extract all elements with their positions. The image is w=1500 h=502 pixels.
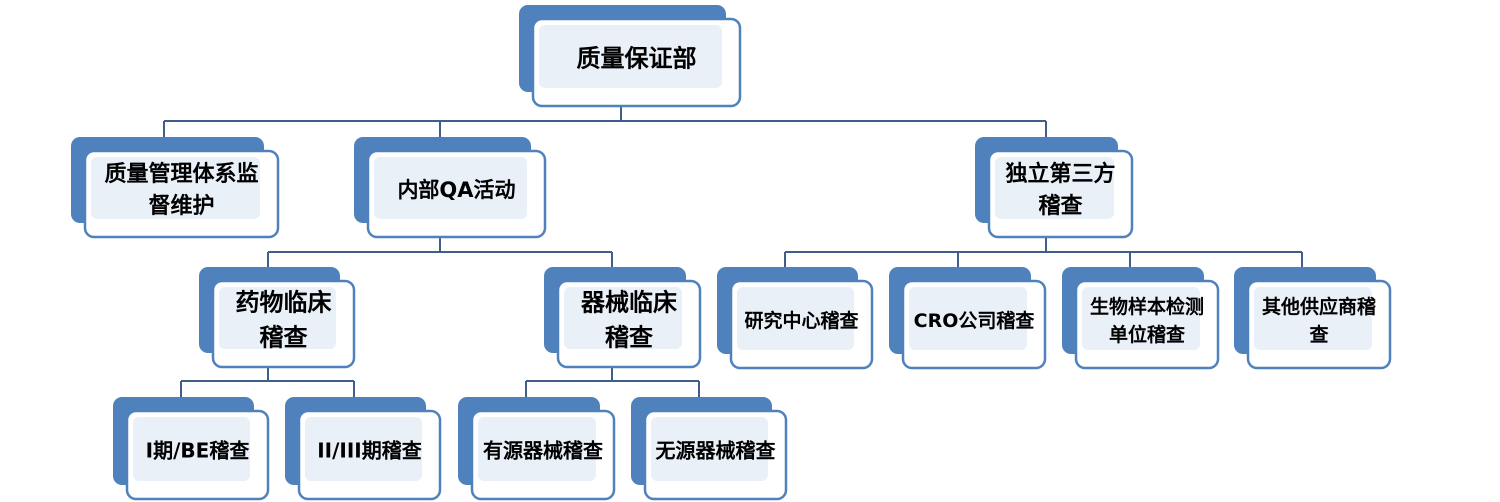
node-label: 稽查: [260, 323, 308, 351]
node-label: 稽查: [605, 323, 653, 351]
node-phase1-be-audit: I期/BE稽查: [113, 397, 270, 501]
node-label: 无源器械稽查: [656, 439, 776, 463]
node-inner-panel: [737, 287, 854, 350]
node-inner-panel: [539, 25, 722, 88]
node-passive-device-audit: 无源器械稽查: [631, 397, 788, 501]
node-layer: 质量保证部质量管理体系监督维护内部QA活动独立第三方稽查药物临床稽查器械临床稽查…: [71, 5, 1392, 501]
node-label: 质量保证部: [577, 45, 697, 73]
node-label: 其他供应商稽: [1262, 295, 1376, 318]
node-label: 单位稽查: [1109, 323, 1186, 346]
node-label: 独立第三方: [1005, 161, 1115, 187]
node-phase23-audit: II/III期稽查: [285, 397, 442, 501]
node-label: 器械临床: [580, 289, 677, 317]
node-inner-panel: [219, 287, 336, 349]
node-label: I期/BE稽查: [146, 439, 250, 463]
node-inner-panel: [564, 287, 682, 349]
node-label: 有源器械稽查: [483, 439, 603, 463]
node-label: 质量管理体系监: [104, 161, 258, 187]
node-research-site-audit: 研究中心稽查: [717, 267, 874, 370]
node-inner-panel: [91, 157, 260, 219]
node-label: CRO公司稽查: [914, 309, 1036, 332]
node-label: 生物样本检测: [1090, 295, 1204, 318]
node-label: II/III期稽查: [317, 439, 422, 463]
node-inner-panel: [995, 157, 1114, 219]
node-inner-panel: [909, 287, 1027, 350]
node-label: 查: [1308, 323, 1329, 346]
node-inner-panel: [374, 157, 527, 219]
node-label: 研究中心稽查: [744, 309, 859, 332]
connector-lines: [163, 105, 1303, 397]
node-quality-assurance-dept: 质量保证部: [519, 5, 742, 108]
node-inner-panel: [133, 417, 250, 481]
node-label: 药物临床: [236, 289, 332, 317]
node-inner-panel: [651, 417, 768, 481]
node-inner-panel: [305, 417, 422, 481]
node-inner-panel: [1254, 287, 1372, 350]
node-internal-qa: 内部QA活动: [354, 137, 547, 239]
node-label: 内部QA活动: [397, 178, 515, 202]
node-inner-panel: [1082, 287, 1200, 350]
node-inner-panel: [478, 417, 596, 481]
node-cro-audit: CRO公司稽查: [889, 267, 1047, 370]
node-label: 督维护: [148, 193, 214, 219]
node-active-device-audit: 有源器械稽查: [458, 397, 616, 501]
node-label: 稽查: [1038, 193, 1082, 219]
